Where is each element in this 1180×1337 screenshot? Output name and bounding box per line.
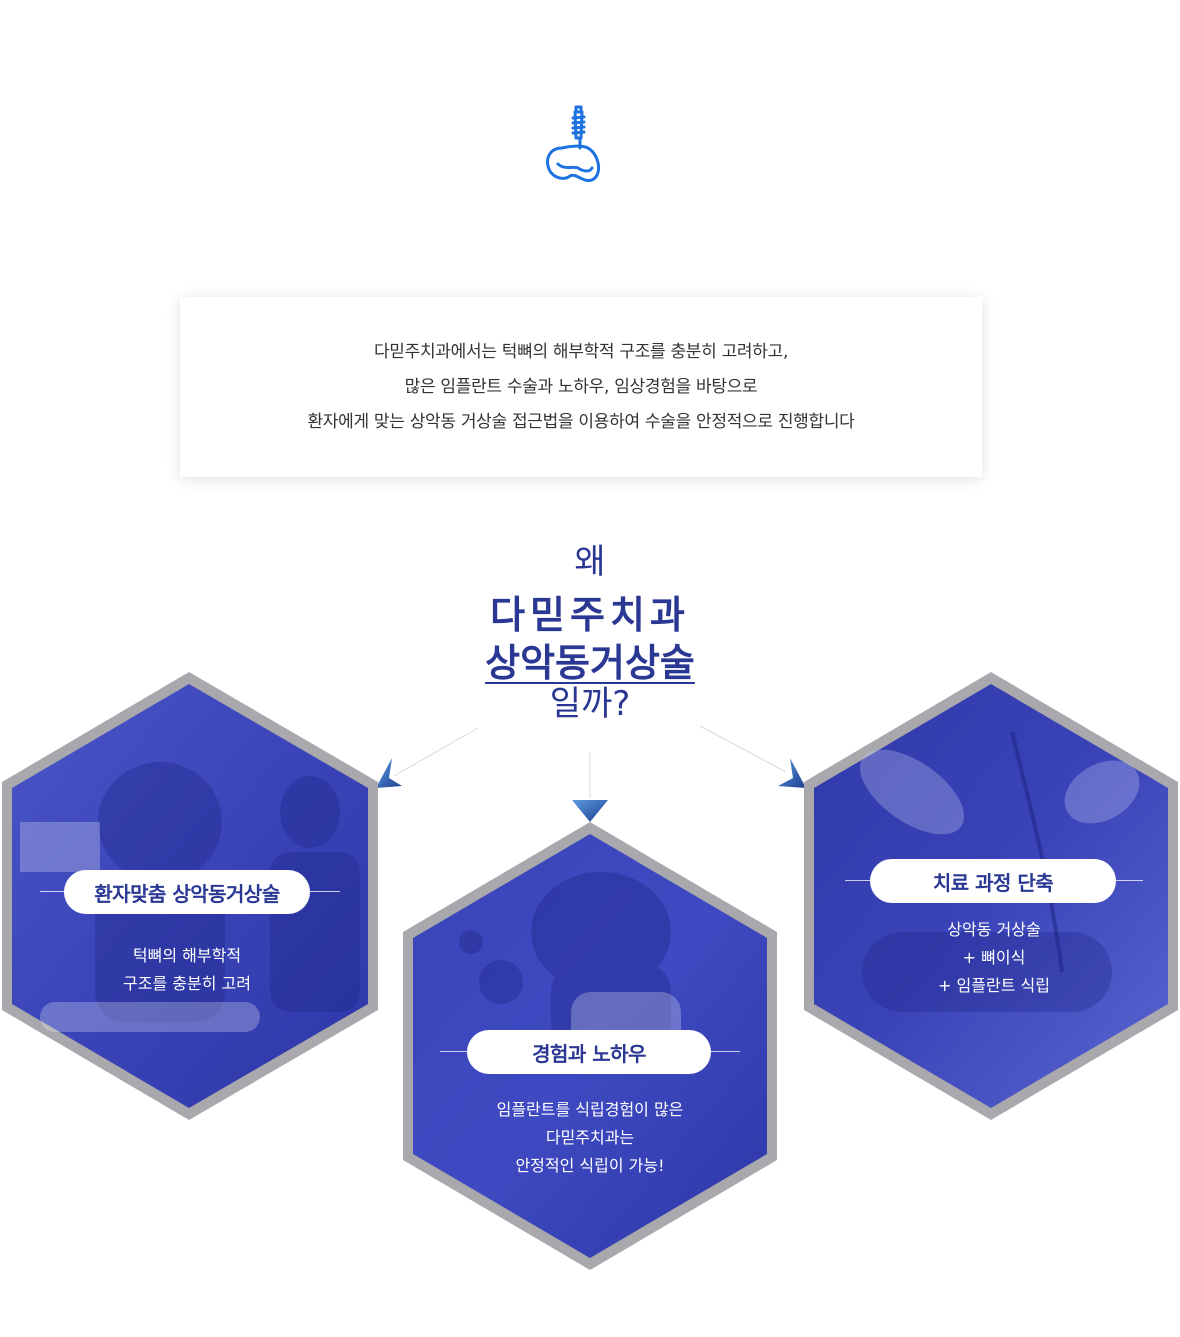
card-2-title-pill: 경험과 노하우 [467,1030,711,1074]
heading-procedure: 상악동거상술 [485,641,695,685]
card-2-description: 임플란트를 식립경험이 많은 다믿주치과는 안정적인 식립이 가능! [440,1096,740,1180]
card-2-desc-line: 임플란트를 식립경험이 많은 [496,1100,684,1119]
intro-line-1: 다믿주치과에서는 턱뼈의 해부학적 구조를 충분히 고려하고, [373,341,789,362]
heading-clinic-name: 다믿주치과 [490,593,690,637]
dental-implant-icon [546,105,600,182]
intro-box: 다믿주치과에서는 턱뼈의 해부학적 구조를 충분히 고려하고, 많은 임플란트 … [180,297,982,477]
card-1-description: 턱뼈의 해부학적 구조를 충분히 고려 [64,942,310,998]
card-1-title-pill: 환자맞춤 상악동거상술 [64,870,310,914]
heading-why: 왜 [574,542,606,582]
card-3-description: 상악동 거상술 + 뼈이식 + 임플란트 식립 [845,916,1143,1000]
intro-line-2: 많은 임플란트 수술과 노하우, 임상경험을 바탕으로 [404,376,758,397]
arrow-down-icon [572,800,608,822]
card-3-desc-line: + 뼈이식 [962,948,1026,967]
card-2-desc-line: 안정적인 식립이 가능! [515,1156,665,1175]
card-1-desc-line: 턱뼈의 해부학적 [132,946,242,965]
intro-line-3: 환자에게 맞는 상악동 거상술 접근법을 이용하여 수술을 안정적으로 진행합니… [307,411,855,432]
card-2-desc-line: 다믿주치과는 [545,1128,635,1147]
card-3-desc-line: + 임플란트 식립 [938,976,1050,995]
card-1-desc-line: 구조를 충분히 고려 [123,974,251,993]
card-3-title-pill: 치료 과정 단축 [870,859,1116,903]
heading-question: 일까? [549,684,631,724]
card-3-desc-line: 상악동 거상술 [947,920,1041,939]
